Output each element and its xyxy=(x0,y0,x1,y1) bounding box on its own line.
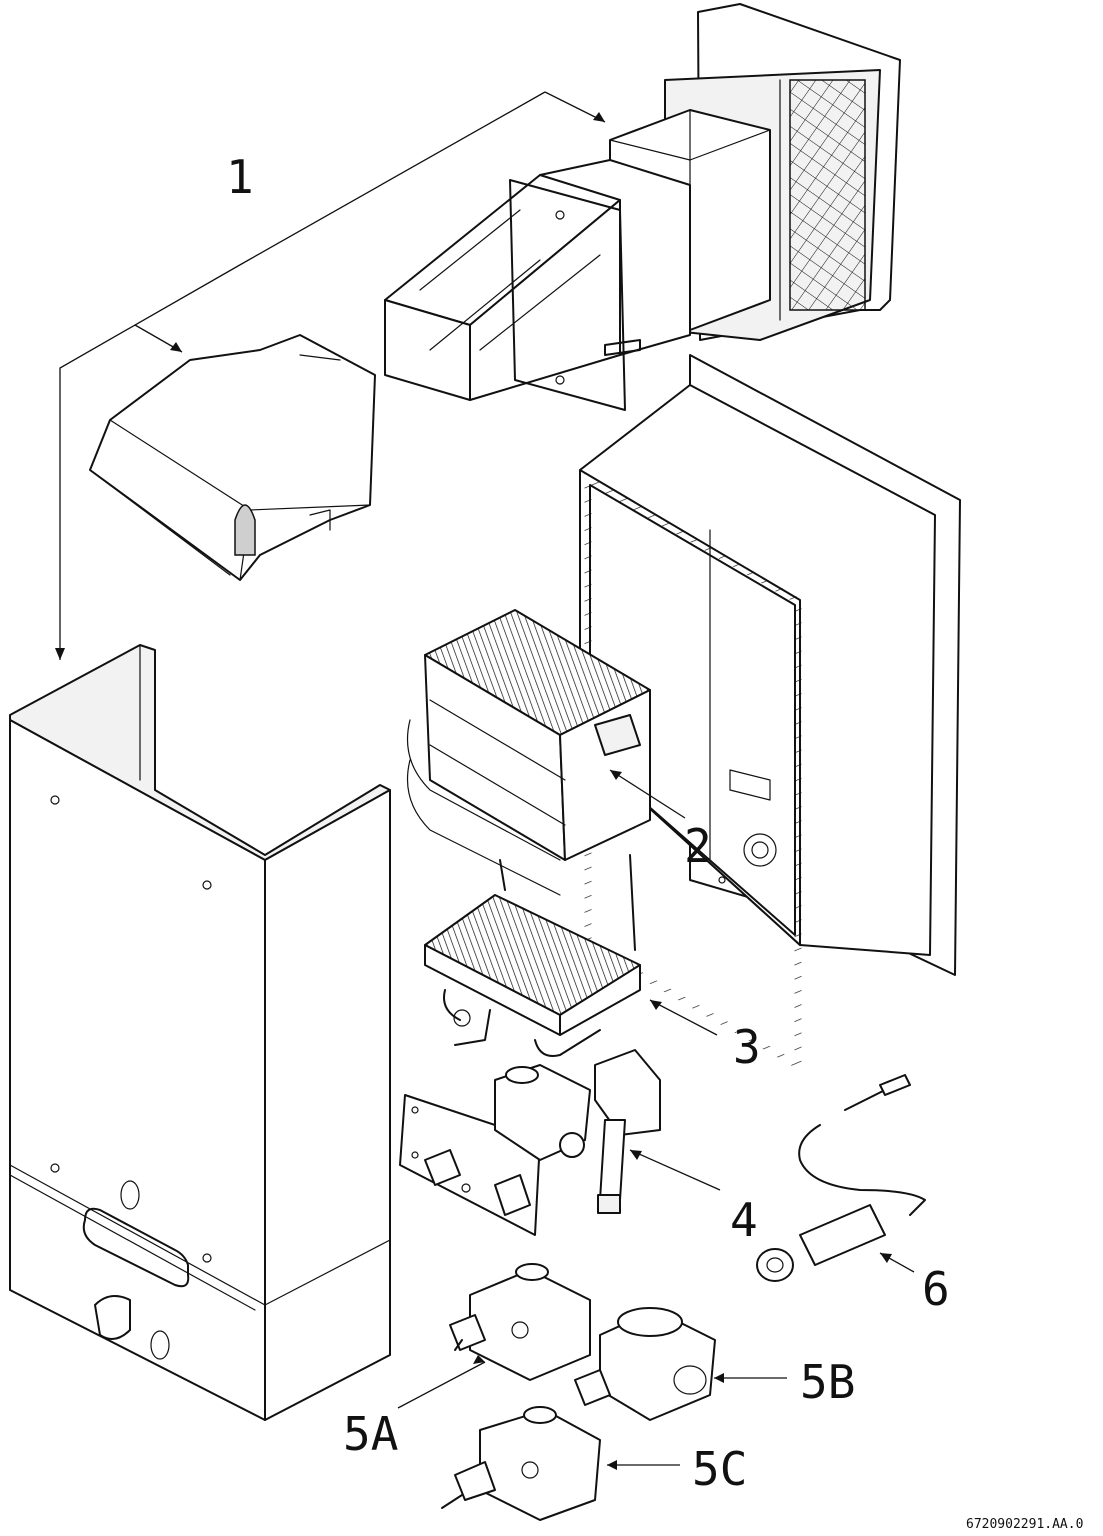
ignition-electrode xyxy=(756,1074,926,1282)
label-5a: 5A xyxy=(343,1407,398,1461)
wall-terminal-assembly xyxy=(384,3,901,411)
label-2: 2 xyxy=(684,819,712,873)
water-valve-5a xyxy=(449,1263,591,1381)
heat-exchanger xyxy=(406,609,651,951)
label-3: 3 xyxy=(733,1020,761,1074)
label-4: 4 xyxy=(730,1193,758,1247)
label-5b: 5B xyxy=(800,1355,855,1409)
burner xyxy=(424,894,641,1057)
label-5c: 5C xyxy=(692,1442,747,1496)
water-valve-5b xyxy=(574,1307,716,1421)
water-valve-5c xyxy=(441,1406,601,1521)
leaders xyxy=(397,769,915,1470)
part-labels: 1 2 3 4 6 5B 5A 5C 6720902291.AA.0 xyxy=(226,150,1083,1532)
label-6: 6 xyxy=(922,1262,950,1316)
front-casing xyxy=(9,644,391,1421)
label-1: 1 xyxy=(226,150,254,204)
label-1-leaders xyxy=(55,91,606,660)
gas-valve-assembly xyxy=(399,1049,661,1236)
drawing-code: 6720902291.AA.0 xyxy=(966,1517,1083,1532)
recess-box xyxy=(579,354,961,1072)
draught-hood xyxy=(89,334,376,581)
